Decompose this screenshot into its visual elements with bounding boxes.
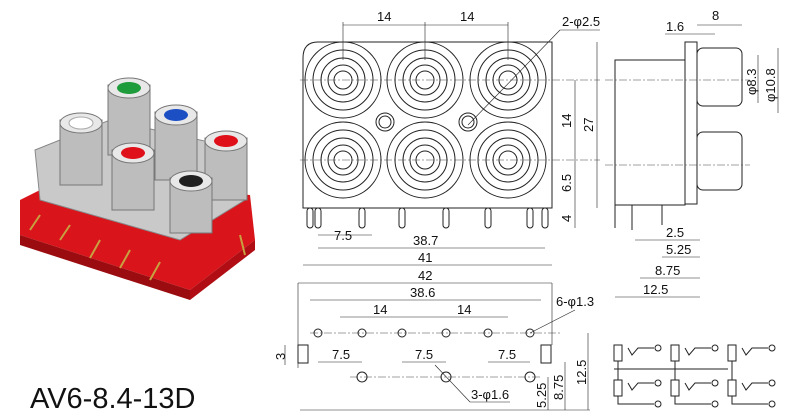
dim-row-1: 5.25 [534, 383, 549, 408]
hole-small [441, 328, 451, 338]
switch-contact [613, 344, 623, 362]
dim-pin-length: 4 [559, 215, 574, 222]
jack-red-center [111, 142, 155, 211]
dim-lower-offset: 6.5 [559, 174, 574, 192]
terminal [768, 344, 776, 352]
terminal [654, 400, 662, 408]
wire [674, 396, 711, 405]
terminal [768, 400, 776, 408]
dim-jack-depth: 8 [712, 8, 719, 23]
switch-contact [670, 344, 680, 362]
pin [484, 207, 492, 229]
dim-side-3: 8.75 [655, 263, 680, 278]
hole-small [483, 328, 493, 338]
dim-pin-span: 38.7 [413, 233, 438, 248]
dim-pcb-pitch-1: 14 [373, 302, 387, 317]
dim-pcb-span: 38.6 [410, 285, 435, 300]
dim-hole-note: 2-φ2.5 [562, 14, 600, 29]
dim-side-2: 5.25 [666, 242, 691, 257]
switch-contact [727, 379, 737, 397]
dim-pin-pitch: 7.5 [334, 228, 352, 243]
dim-pcb-pitch-2: 14 [457, 302, 471, 317]
hole-large [440, 371, 452, 383]
pin [526, 207, 534, 229]
switch-lever [627, 347, 654, 356]
dim-offset-2: 7.5 [415, 347, 433, 362]
hole-small [397, 328, 407, 338]
terminal [711, 379, 719, 387]
dim-pitch-top-1: 14 [377, 9, 391, 24]
pcb-layout: 38.6 14 14 6-φ1.3 7.5 7.5 7.5 3 3-φ1.6 5… [273, 283, 594, 411]
dim-panel-thickness: 1.6 [666, 19, 684, 34]
terminal [654, 379, 662, 387]
pin [398, 207, 406, 229]
hole-small [525, 328, 535, 338]
jack-white [59, 112, 103, 186]
dim-row-pitch: 14 [559, 114, 574, 128]
dim-row-2: 8.75 [551, 375, 566, 400]
dim-offset-3: 7.5 [498, 347, 516, 362]
hole-large [356, 371, 368, 383]
switch-contact [727, 344, 737, 362]
product-photo [20, 77, 255, 300]
dim-large-holes: 3-φ1.6 [471, 387, 509, 402]
hole-small [313, 328, 323, 338]
dim-row-3: 12.5 [574, 360, 589, 385]
wire [617, 396, 654, 405]
terminal [711, 344, 719, 352]
dim-outer-dia: φ10.8 [763, 68, 778, 102]
dim-height: 27 [581, 118, 596, 132]
wiring-schematic [613, 344, 776, 408]
switch-lever [627, 382, 654, 391]
terminal [768, 379, 776, 387]
dim-small-holes: 6-φ1.3 [556, 294, 594, 309]
pin [306, 207, 314, 229]
pin [314, 207, 322, 229]
dim-tab-height: 3 [273, 353, 288, 360]
switch-lever [684, 347, 711, 356]
pin [541, 207, 549, 229]
switch-contact [613, 379, 623, 397]
jack-black [169, 170, 213, 234]
front-view: 14 14 2-φ2.5 14 27 6.5 4 7.5 38.7 41 42 [298, 9, 600, 284]
hole-small [357, 328, 367, 338]
switch-lever [741, 347, 768, 356]
dim-offset-1: 7.5 [332, 347, 350, 362]
dim-body-width: 41 [418, 250, 432, 265]
hole-large [524, 371, 536, 383]
terminal [711, 400, 719, 408]
model-title: AV6-8.4-13D [30, 383, 196, 415]
switch-lever [741, 382, 768, 391]
switch-contact [670, 379, 680, 397]
side-view: 8 1.6 φ8.3 φ10.8 2.5 5.25 8.75 12.5 [605, 8, 779, 298]
dim-side-4: 12.5 [643, 282, 668, 297]
pin [442, 207, 450, 229]
terminal [654, 344, 662, 352]
dim-side-1: 2.5 [666, 225, 684, 240]
dim-inner-dia: φ8.3 [744, 68, 759, 95]
dim-pitch-top-2: 14 [460, 9, 474, 24]
wire [731, 396, 768, 405]
pin [358, 207, 366, 229]
switch-lever [684, 382, 711, 391]
dim-overall-width: 42 [418, 268, 432, 283]
jack-blue [154, 104, 198, 181]
